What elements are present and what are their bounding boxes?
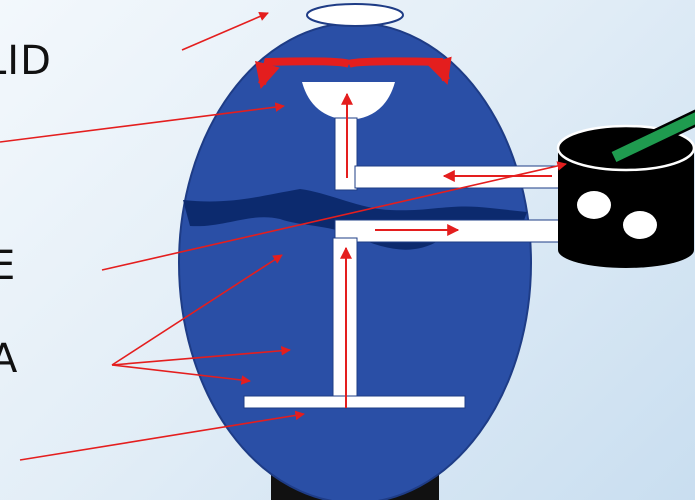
pointer-arrow-icon bbox=[101, 161, 567, 271]
pointer-arrow-icon bbox=[0, 102, 285, 143]
filter-lid bbox=[306, 3, 404, 27]
pointer-arrow-icon bbox=[19, 410, 305, 461]
pointer-arrow-icon bbox=[111, 364, 251, 385]
label-media: A bbox=[0, 336, 19, 382]
multiport-valve-icon bbox=[558, 148, 694, 268]
label-lid: LID bbox=[0, 38, 52, 84]
valve-port-2 bbox=[623, 211, 657, 239]
flow-arrow-icon bbox=[347, 56, 452, 85]
valve-port-1 bbox=[577, 191, 611, 219]
pointer-arrow-icon bbox=[111, 345, 291, 366]
valve-handle-grip bbox=[611, 112, 695, 162]
label-middle: E bbox=[0, 243, 17, 289]
pointer-arrow-icon bbox=[181, 12, 269, 51]
pointer-arrow-icon bbox=[111, 254, 283, 366]
flow-arrow-icon bbox=[255, 57, 351, 89]
lateral-pipe bbox=[243, 395, 466, 409]
